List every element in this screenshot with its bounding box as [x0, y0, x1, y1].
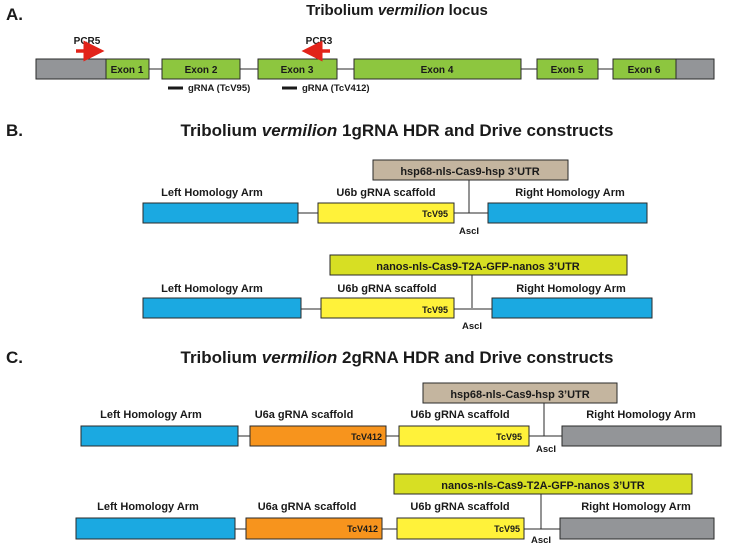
- right-homology-arm-label: Right Homology Arm: [515, 187, 625, 199]
- left-homology-arm: [80, 425, 239, 447]
- primer-pcr5-label: PCR5: [74, 36, 101, 47]
- left-homology-arm-label: Left Homology Arm: [100, 409, 202, 421]
- u6b-scaffold-label: U6b gRNA scaffold: [410, 409, 509, 421]
- left-homology-arm-label: Left Homology Arm: [161, 187, 263, 199]
- exon-1-label: Exon 1: [111, 65, 144, 76]
- cas9-hsp-label: hsp68-nls-Cas9-hsp 3’UTR: [450, 389, 589, 401]
- u6b-target-label: TcV95: [422, 209, 448, 219]
- cas9-nanos-label: nanos-nls-Cas9-T2A-GFP-nanos 3’UTR: [441, 480, 645, 492]
- right-homology-arm: [487, 202, 648, 224]
- exon-3-label: Exon 3: [281, 65, 314, 76]
- u6b-scaffold-box: [317, 202, 455, 224]
- asci-site-label: AscI: [536, 444, 556, 455]
- construct-c2: nanos-nls-Cas9-T2A-GFP-nanos 3’UTR Left …: [75, 473, 715, 545]
- exon-3: [257, 58, 338, 80]
- u6b-scaffold-label: U6b gRNA scaffold: [336, 187, 435, 199]
- left-homology-arm-label: Left Homology Arm: [97, 501, 199, 513]
- panel-c-title: Tribolium vermilion 2gRNA HDR and Drive …: [181, 348, 614, 367]
- left-homology-arm: [75, 517, 236, 540]
- exon-6: [612, 58, 677, 80]
- primer-pcr3-label: PCR3: [306, 36, 333, 47]
- u6a-scaffold-box: [245, 517, 383, 540]
- construct-b2: nanos-nls-Cas9-T2A-GFP-nanos 3’UTR Left …: [142, 254, 653, 332]
- left-homology-arm-label: Left Homology Arm: [161, 283, 263, 295]
- cas9-hsp-box: [372, 159, 569, 181]
- u6b-scaffold-box: [396, 517, 525, 540]
- exon-2: [161, 58, 241, 80]
- u6a-target-label: TcV412: [351, 432, 382, 442]
- panel-b-letter: B.: [6, 121, 23, 140]
- exon-5-label: Exon 5: [551, 65, 584, 76]
- construct-b1: hsp68-nls-Cas9-hsp 3’UTR Left Homology A…: [142, 159, 648, 237]
- right-homology-arm-label: Right Homology Arm: [516, 283, 626, 295]
- cas9-nanos-box: [329, 254, 628, 276]
- asci-site-label: AscI: [531, 535, 551, 545]
- asci-site-label: AscI: [462, 321, 482, 332]
- exon-5: [536, 58, 599, 80]
- panel-c: C. Tribolium vermilion 2gRNA HDR and Dri…: [6, 348, 722, 545]
- right-homology-arm: [559, 517, 715, 540]
- left-homology-arm: [142, 202, 299, 224]
- panel-b-title: Tribolium vermilion 1gRNA HDR and Drive …: [181, 121, 614, 140]
- asci-site-label: AscI: [459, 226, 479, 237]
- u6b-scaffold-label: U6b gRNA scaffold: [410, 501, 509, 513]
- u6a-target-label: TcV412: [347, 524, 378, 534]
- cas9-nanos-box: [393, 473, 693, 495]
- exon-2-label: Exon 2: [185, 65, 218, 76]
- panel-a: A. Tribolium vermilion locus Exon 1 Exon…: [6, 2, 715, 94]
- exon-1: [105, 58, 150, 80]
- u6a-scaffold-box: [249, 425, 387, 447]
- right-homology-arm-label: Right Homology Arm: [581, 501, 691, 513]
- exon-4: [353, 58, 522, 80]
- u6b-target-label: TcV95: [422, 305, 448, 315]
- u6b-scaffold-label: U6b gRNA scaffold: [337, 283, 436, 295]
- left-homology-arm: [142, 297, 302, 319]
- panel-b: B. Tribolium vermilion 1gRNA HDR and Dri…: [6, 121, 653, 332]
- u6a-scaffold-label: U6a gRNA scaffold: [258, 501, 357, 513]
- u6a-scaffold-label: U6a gRNA scaffold: [255, 409, 354, 421]
- grna-tcv412-label: gRNA (TcV412): [302, 83, 370, 94]
- cas9-hsp-label: hsp68-nls-Cas9-hsp 3’UTR: [400, 166, 539, 178]
- right-homology-arm: [491, 297, 653, 319]
- panel-c-letter: C.: [6, 348, 23, 367]
- exon-4-label: Exon 4: [421, 65, 454, 76]
- u6b-scaffold-box: [398, 425, 530, 447]
- cas9-nanos-label: nanos-nls-Cas9-T2A-GFP-nanos 3’UTR: [376, 261, 580, 273]
- u6b-target-label: TcV95: [496, 432, 522, 442]
- cas9-hsp-box: [422, 382, 618, 404]
- grna-tcv95-label: gRNA (TcV95): [188, 83, 250, 94]
- u6b-target-label: TcV95: [494, 524, 520, 534]
- locus-3utr: [675, 58, 715, 80]
- locus-5utr: [35, 58, 107, 80]
- construct-c1: hsp68-nls-Cas9-hsp 3’UTR Left Homology A…: [80, 382, 722, 455]
- right-homology-arm-label: Right Homology Arm: [586, 409, 696, 421]
- exon-6-label: Exon 6: [628, 65, 661, 76]
- right-homology-arm: [561, 425, 722, 447]
- panel-a-title: Tribolium vermilion locus: [306, 2, 488, 19]
- panel-a-letter: A.: [6, 5, 23, 24]
- u6b-scaffold-box: [320, 297, 455, 319]
